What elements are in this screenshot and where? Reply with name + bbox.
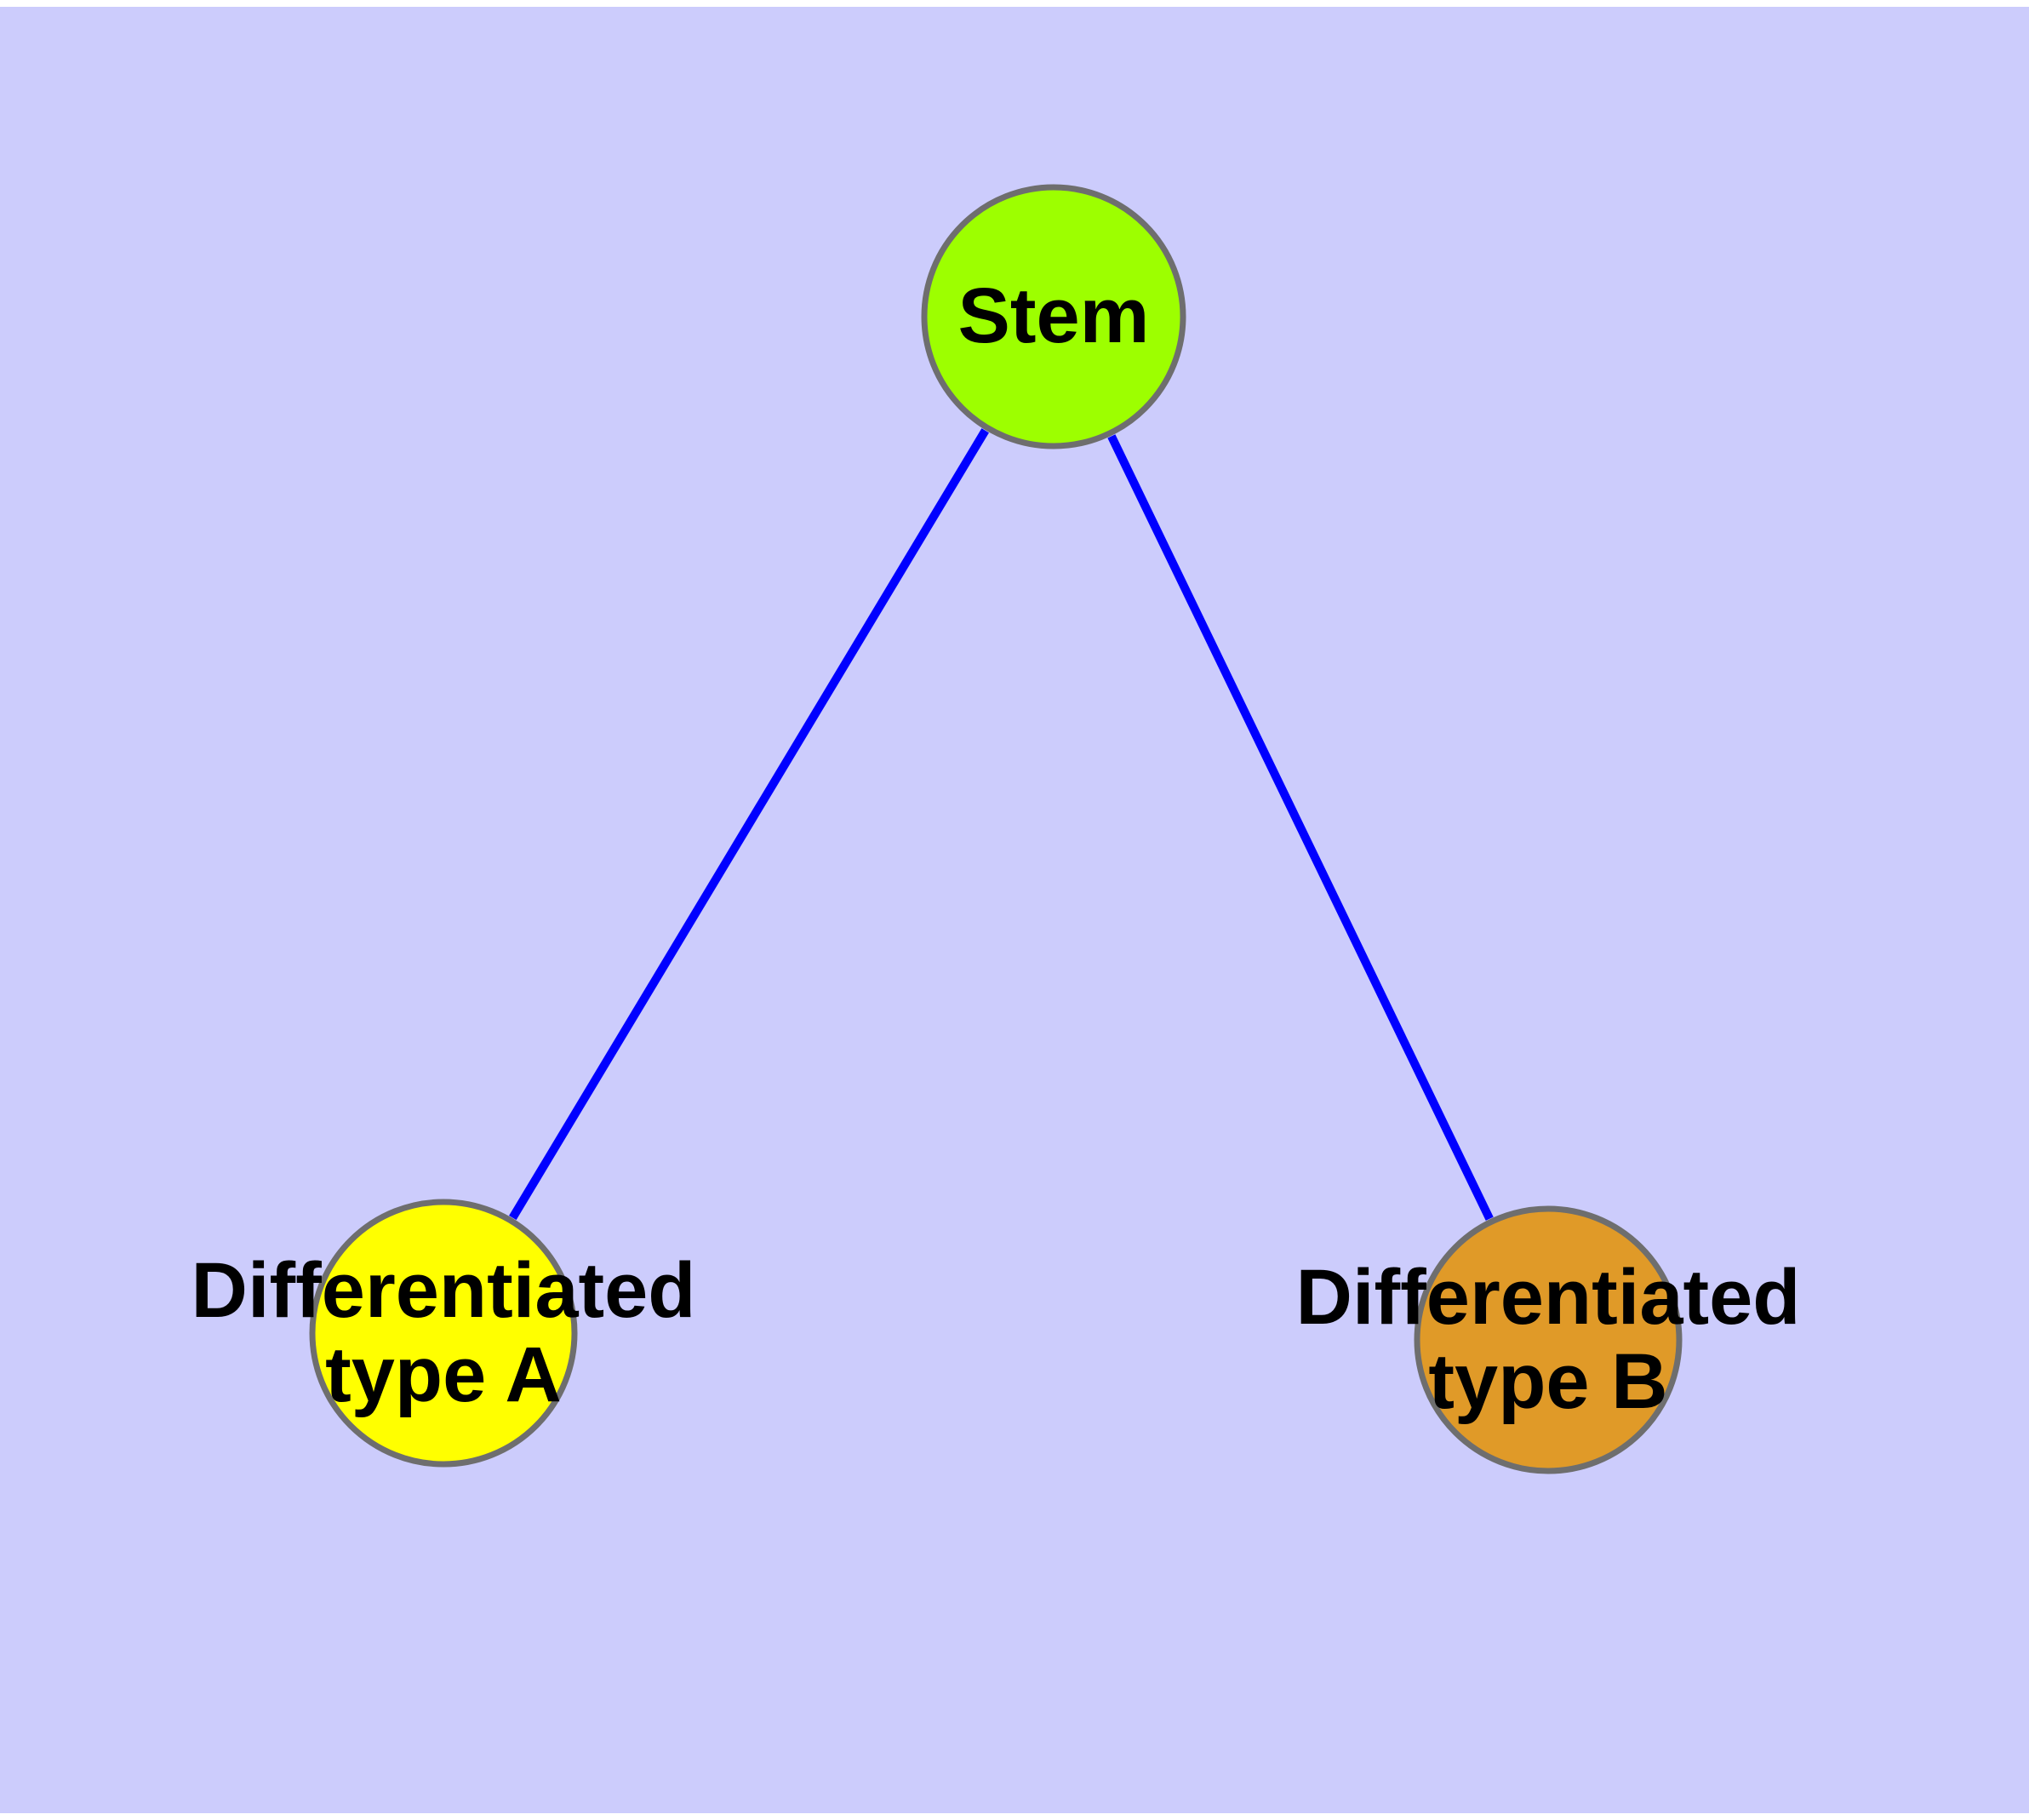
edge-stem-diff-a[interactable] [509,428,989,1221]
node-diff_a[interactable] [309,1199,578,1468]
edge-layer [509,428,1494,1221]
node-stem[interactable] [921,184,1186,449]
node-layer [309,184,1683,1474]
node-diff_b[interactable] [1414,1205,1683,1474]
edge-stem-diff-b[interactable] [1107,434,1494,1221]
